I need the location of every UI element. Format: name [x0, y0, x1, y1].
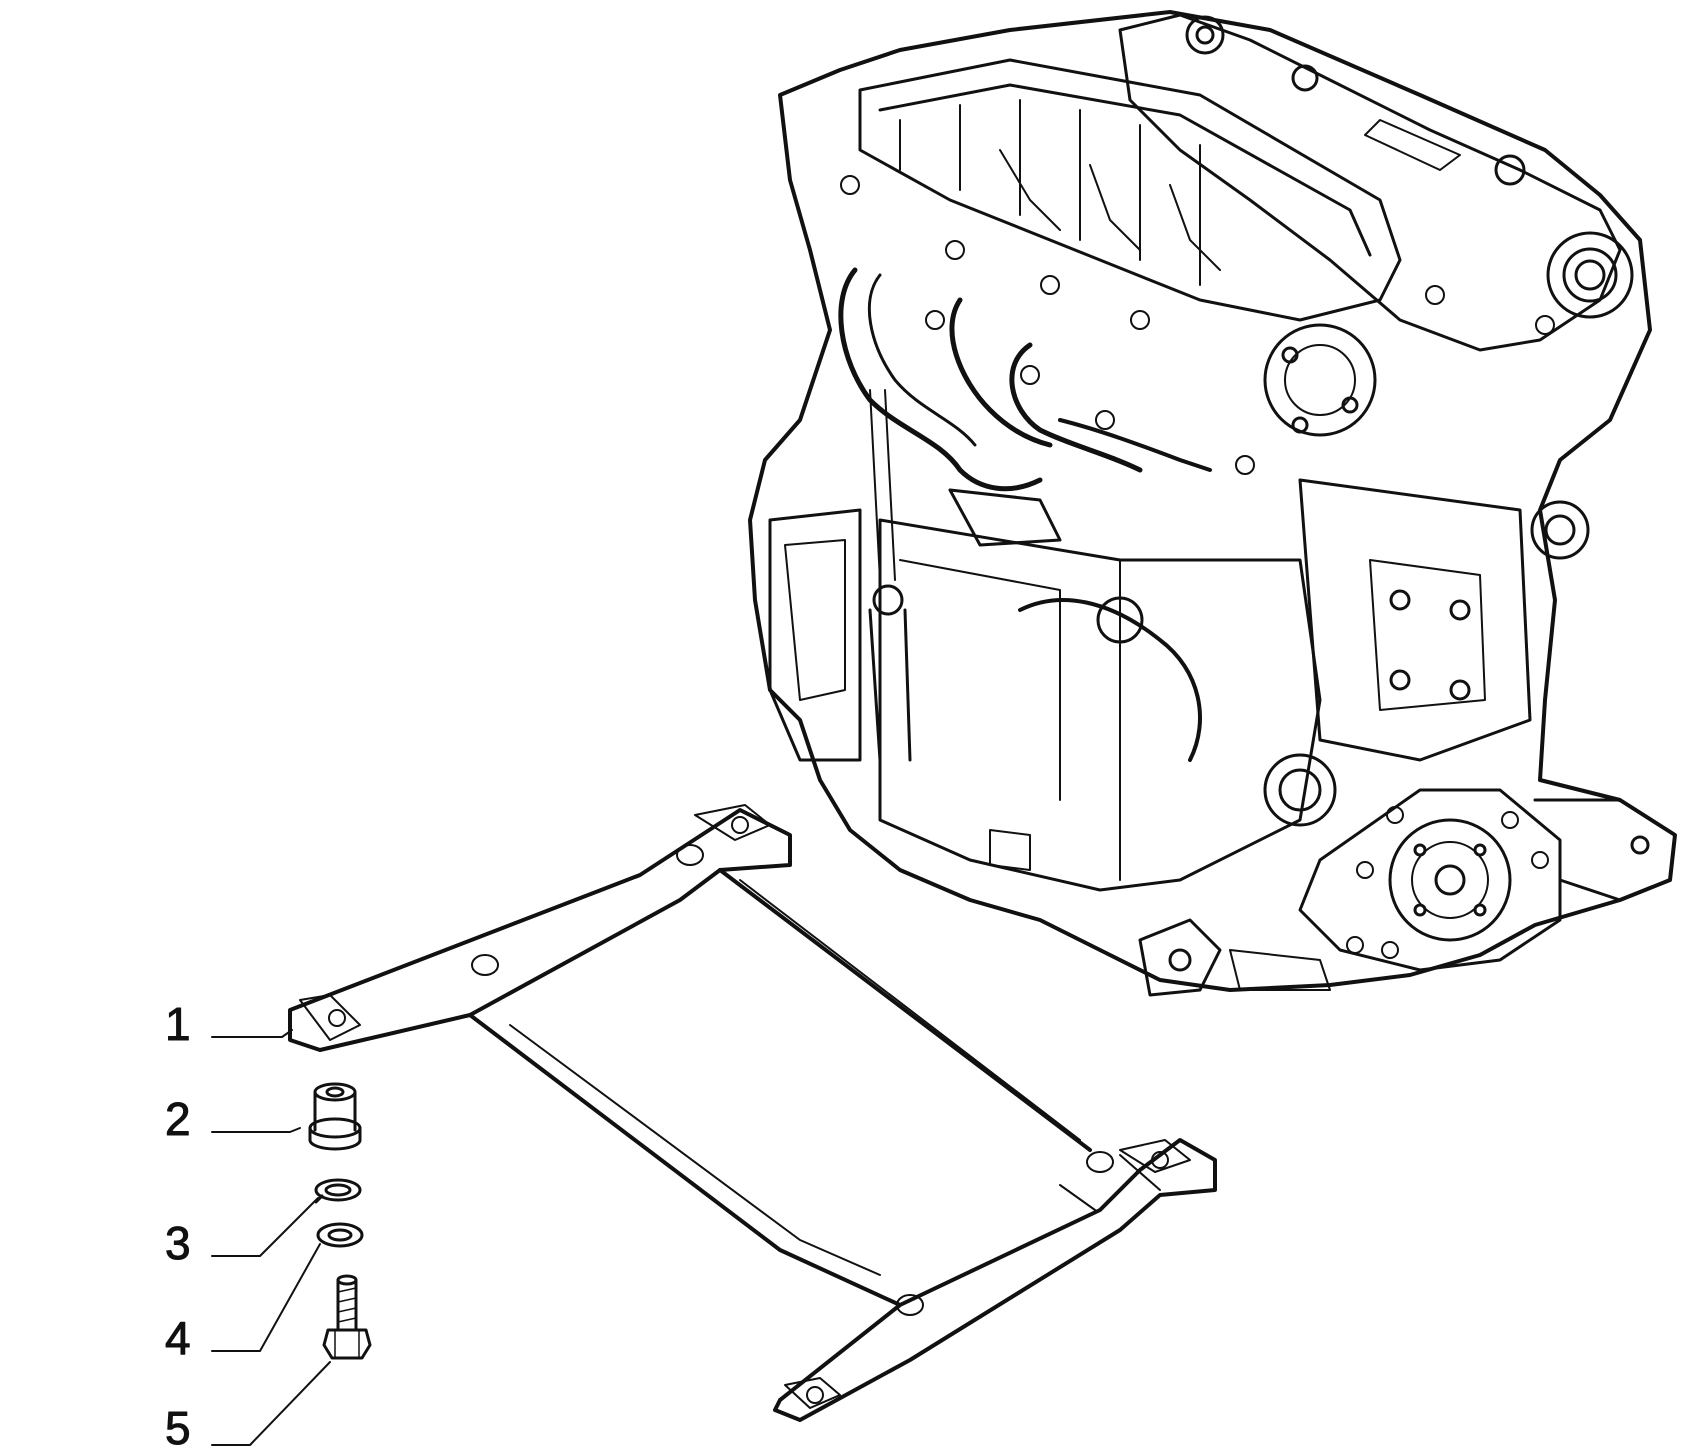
engine-block-illustration [748, 10, 1677, 997]
callout-number-2: 2 [165, 1093, 191, 1145]
callout-number-4: 4 [165, 1312, 191, 1364]
spacer-bushing-part [308, 1082, 362, 1151]
spring-washer-part [314, 1178, 362, 1204]
callout-number-3: 3 [165, 1217, 191, 1269]
hex-bolt-part [322, 1274, 372, 1360]
callout-number-1: 1 [165, 998, 191, 1050]
callout-leaders [211, 1029, 331, 1446]
flat-washer-part [316, 1222, 364, 1248]
engine-subframe-crossmember [288, 804, 1217, 1422]
callout-labels: 1 2 3 4 5 [165, 998, 192, 1448]
callout-number-5: 5 [165, 1402, 191, 1448]
